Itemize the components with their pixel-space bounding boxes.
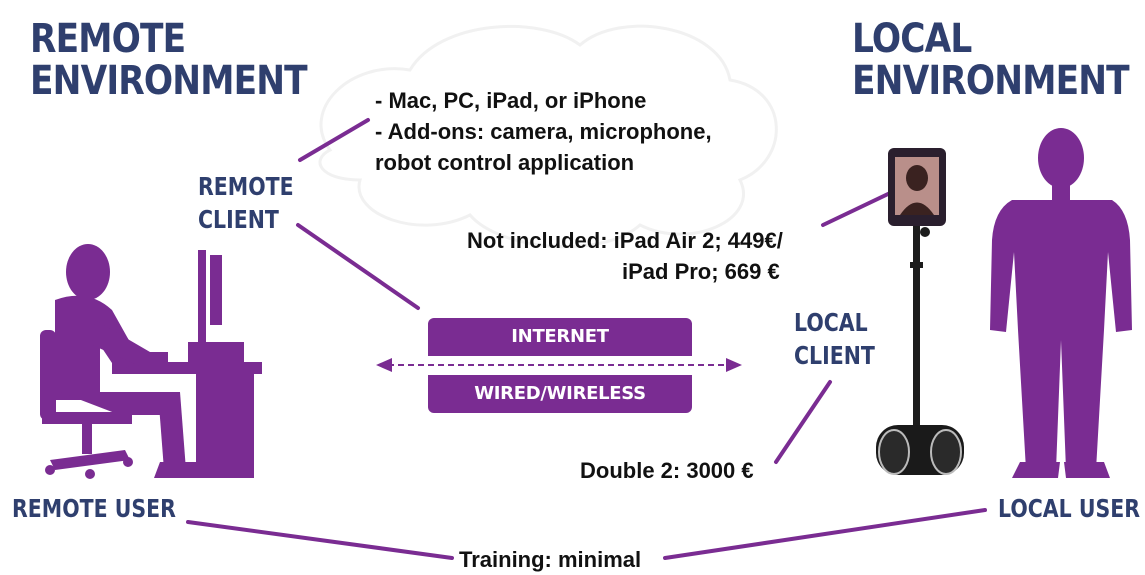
local-client-connector	[774, 380, 832, 464]
devices-note-line3: robot control application	[375, 150, 635, 175]
internet-pill: INTERNET	[428, 318, 692, 356]
lan-wan-pill: WIRED/WIRELESS LAN/WAN	[428, 375, 692, 442]
remote-client-label: REMOTE CLIENT	[198, 170, 294, 236]
devices-note-line2: - Add-ons: camera, microphone,	[375, 119, 712, 144]
local-client-line1: LOCAL	[794, 308, 868, 337]
remote-user-silhouette	[40, 244, 262, 479]
local-client-line2: CLIENT	[794, 341, 875, 370]
remote-client-line1: REMOTE	[198, 172, 294, 201]
not-included-line1: Not included: iPad Air 2; 449€/	[467, 228, 783, 253]
local-environment-line2: ENVIRONMENT	[852, 58, 1130, 104]
devices-note: - Mac, PC, iPad, or iPhone - Add-ons: ca…	[375, 85, 712, 178]
cloud-outline	[318, 24, 778, 249]
training-note: Training: minimal	[459, 547, 642, 572]
network-arrow	[376, 358, 742, 372]
double-price-note: Double 2: 3000 €	[580, 458, 754, 483]
local-user-silhouette	[990, 128, 1132, 478]
internet-label: INTERNET	[511, 326, 609, 347]
local-user-label: LOCAL USER	[998, 494, 1141, 523]
remote-user-label: REMOTE USER	[12, 494, 176, 523]
remote-client-line2: CLIENT	[198, 205, 279, 234]
local-environment-heading: LOCAL ENVIRONMENT	[852, 16, 1130, 104]
not-included-note: Not included: iPad Air 2; 449€/ iPad Pro…	[467, 225, 783, 287]
remote-environment-line1: REMOTE	[30, 16, 186, 62]
remote-environment-heading: REMOTE ENVIRONMENT	[30, 16, 308, 104]
local-environment-line1: LOCAL	[852, 16, 972, 62]
lan-wan-label: WIRED/WIRELESS LAN/WAN	[474, 383, 646, 442]
tablet-connector	[821, 191, 892, 227]
devices-connector	[298, 118, 370, 162]
devices-note-line1: - Mac, PC, iPad, or iPhone	[375, 88, 647, 113]
training-right-connector	[663, 508, 987, 560]
local-client-label: LOCAL CLIENT	[794, 306, 875, 372]
remote-environment-line2: ENVIRONMENT	[30, 58, 308, 104]
not-included-line2: iPad Pro; 669 €	[622, 259, 780, 284]
robot-double2	[876, 148, 964, 475]
training-left-connector	[186, 520, 454, 560]
remote-client-connector	[296, 223, 420, 310]
